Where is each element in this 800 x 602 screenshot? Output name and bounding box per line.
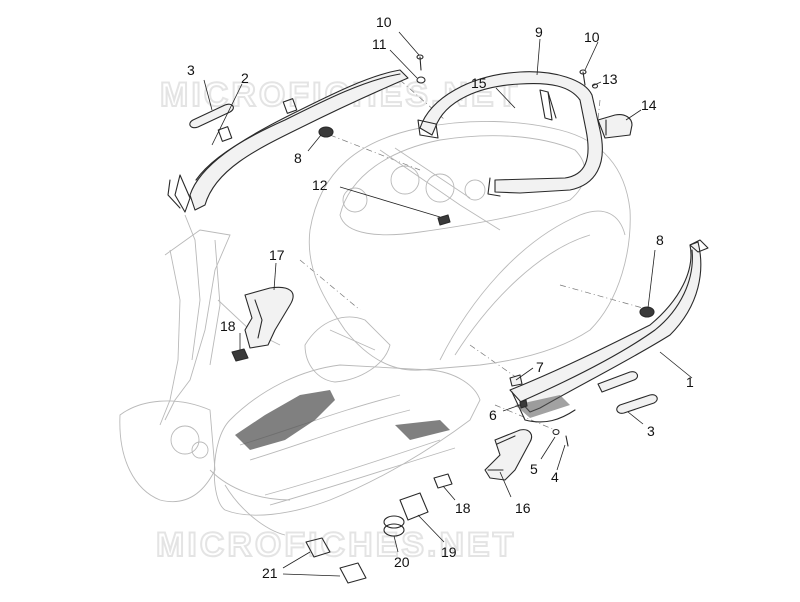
callout-18-left: 18 — [220, 318, 236, 334]
leader-lines — [203, 31, 693, 577]
callout-16: 16 — [515, 500, 531, 516]
part-4-screw — [565, 435, 569, 447]
part-6-clip — [519, 399, 528, 409]
part-2-side-trim-left — [167, 69, 409, 213]
callout-20: 20 — [394, 554, 410, 570]
callout-15: 15 — [471, 75, 487, 91]
callout-1: 1 — [686, 374, 694, 390]
callout-8-right: 8 — [656, 232, 664, 248]
part-1-side-trim-right — [509, 239, 709, 423]
part-14-bracket — [597, 114, 633, 139]
callout-10-upper: 10 — [376, 14, 392, 30]
callout-17: 17 — [269, 247, 285, 263]
callout-7: 7 — [536, 359, 544, 375]
part-11-washer — [416, 76, 426, 84]
callout-12: 12 — [312, 177, 328, 193]
part-10-screw-top — [416, 54, 424, 71]
callout-11: 11 — [372, 36, 387, 52]
part-10-screw-right — [579, 69, 587, 86]
callout-8-upper: 8 — [294, 150, 302, 166]
callout-9: 9 — [535, 24, 543, 40]
part-3-badge-left — [189, 103, 234, 129]
part-21-pad-lower — [339, 562, 367, 584]
part-18-plug-right — [433, 473, 453, 489]
callout-21: 21 — [262, 565, 278, 581]
part-5-washer — [552, 428, 560, 436]
callout-14: 14 — [641, 97, 657, 113]
part-18-plug-left — [231, 348, 249, 362]
part-12-clip — [437, 214, 451, 226]
callout-5: 5 — [530, 461, 538, 477]
callout-4: 4 — [551, 469, 559, 485]
part-9-grab-rail — [417, 71, 603, 197]
callout-10-right: 10 — [584, 29, 600, 45]
watermark-bottom: MICROFICHES.NET — [156, 526, 516, 564]
part-8-grommet-top — [318, 126, 334, 138]
callout-13: 13 — [602, 71, 618, 87]
callout-3-lower: 3 — [647, 423, 655, 439]
part-16-cover — [484, 429, 533, 481]
part-8-grommet-right — [639, 306, 655, 318]
callout-19: 19 — [441, 544, 457, 560]
part-3-badge-right — [616, 394, 658, 414]
callout-18-right: 18 — [455, 500, 471, 516]
callout-2: 2 — [241, 70, 249, 86]
part-19-pad — [399, 492, 429, 521]
callout-3-upper: 3 — [187, 62, 195, 78]
part-17-bracket — [244, 286, 294, 349]
part-21-pad-upper — [305, 537, 331, 558]
callout-6: 6 — [489, 407, 497, 423]
